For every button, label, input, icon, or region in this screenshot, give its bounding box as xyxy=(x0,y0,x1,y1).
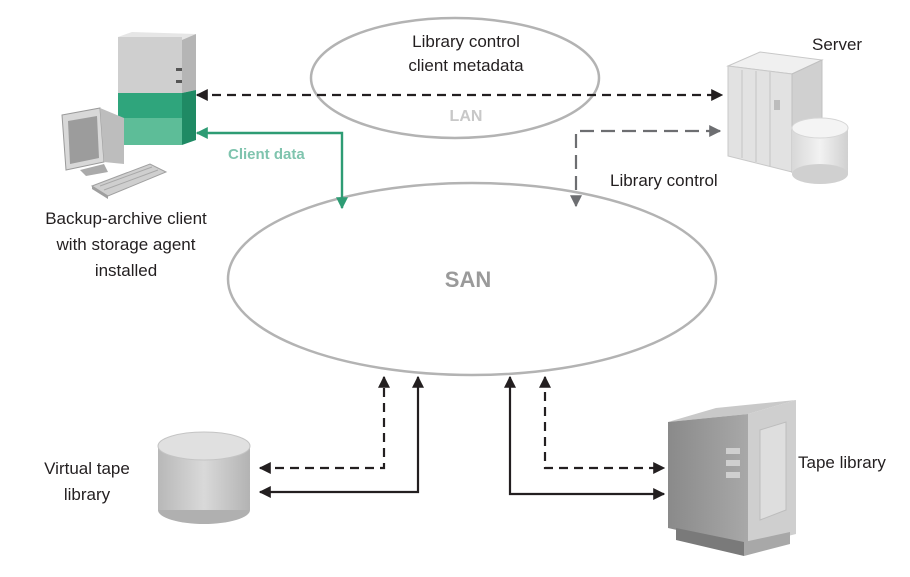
client-label-line1: Backup-archive client xyxy=(45,209,207,228)
lan-top-label-line2: client metadata xyxy=(408,56,524,75)
tape-control-arrow xyxy=(539,375,666,474)
client-workstation-icon xyxy=(61,32,196,199)
vtl-data-arrow xyxy=(258,375,424,498)
tape-library-label: Tape library xyxy=(798,453,886,472)
lan-label: LAN xyxy=(450,108,483,125)
client-label-line3: installed xyxy=(95,261,157,280)
server-label: Server xyxy=(812,35,862,54)
client-data-label: Client data xyxy=(228,146,305,163)
lan-ellipse xyxy=(309,16,601,140)
vtl-label-line2: library xyxy=(64,485,111,504)
library-control-label: Library control xyxy=(610,171,718,190)
vtl-label-line1: Virtual tape xyxy=(44,459,130,478)
lan-top-label-line1: Library control xyxy=(412,32,520,51)
client-label-line2: with storage agent xyxy=(56,235,196,254)
server-icon xyxy=(726,51,849,184)
san-ellipse xyxy=(226,181,718,377)
san-label: SAN xyxy=(445,267,491,292)
virtual-tape-library-icon xyxy=(157,431,251,524)
tape-data-arrow xyxy=(504,375,666,500)
vtl-control-arrow xyxy=(258,375,390,474)
library-control-arrow xyxy=(570,125,722,208)
client-data-arrow xyxy=(195,127,348,210)
tape-library-icon xyxy=(668,400,796,556)
